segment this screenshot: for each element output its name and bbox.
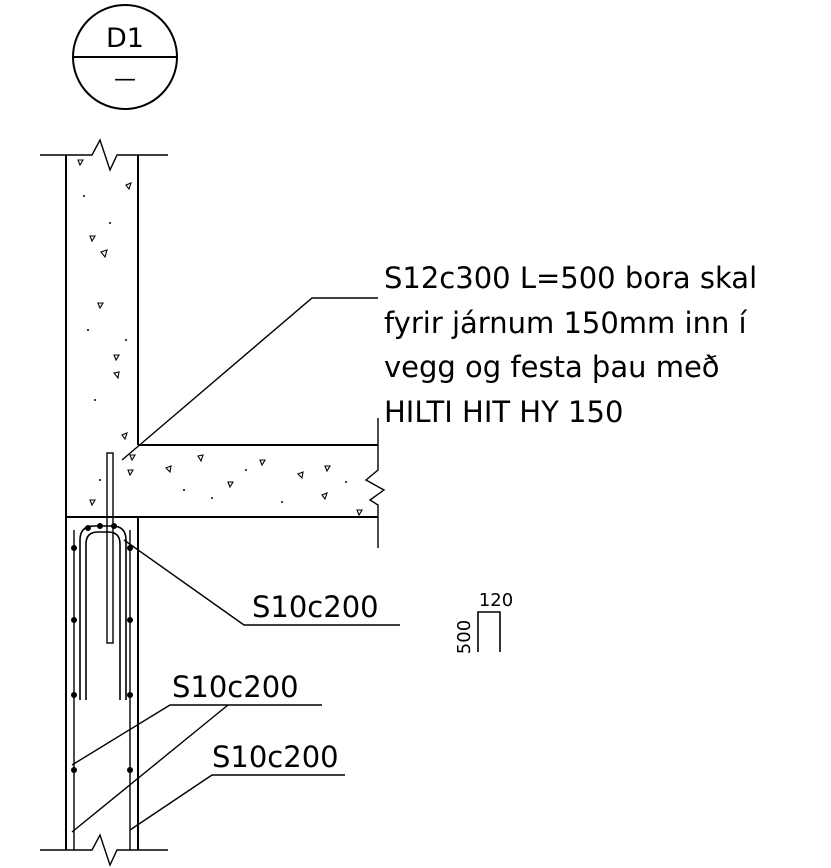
bar-shape-outline [477, 611, 501, 652]
top-break-line [40, 138, 168, 172]
aggregate-speck [94, 399, 96, 401]
aggregate-speck [83, 195, 85, 197]
rebar-dot [71, 617, 77, 623]
aggregate-mark [113, 354, 120, 362]
aggregate-speck [99, 479, 101, 481]
leader-lines [71, 297, 400, 833]
aggregate-speck [109, 222, 111, 224]
rebar-dot [71, 692, 77, 698]
upper-wall [40, 138, 168, 517]
rebar-dot [85, 525, 91, 531]
rebar-dot [127, 545, 133, 551]
bottom-break-line [40, 833, 168, 867]
concrete-hatch [77, 159, 363, 517]
rebar-dots [71, 523, 133, 773]
aggregate-speck [245, 469, 247, 471]
aggregate-speck [211, 497, 213, 499]
rebar-dot [71, 545, 77, 551]
aggregate-mark [100, 249, 108, 259]
u-bar-inner [85, 531, 121, 700]
slab [66, 418, 386, 548]
rebar-label-2: S10c200 [172, 670, 299, 704]
aggregate-mark [321, 492, 328, 501]
u-bar-outer [79, 525, 127, 700]
aggregate-speck [183, 489, 185, 491]
rebar-dot [127, 767, 133, 773]
dowel-note-line-4: HILTI HIT HY 150 [384, 395, 623, 429]
aggregate-mark [127, 469, 134, 477]
rebar-label-1-leader [123, 539, 400, 626]
bar-shape-height-dim: 500 [454, 620, 475, 654]
dowel-note-line-1: S12c300 L=500 bora skal [384, 261, 757, 295]
rebar-dot [127, 617, 133, 623]
dowel-note-leader [121, 297, 378, 461]
rebar-dot [127, 692, 133, 698]
aggregate-mark [121, 432, 128, 441]
dowel-note: S12c300 L=500 bora skal fyrir járnum 150… [384, 261, 757, 429]
aggregate-mark [129, 454, 136, 462]
dowel-bar [106, 452, 114, 644]
aggregate-mark [77, 159, 84, 167]
aggregate-mark [165, 465, 172, 474]
aggregate-mark [356, 509, 363, 517]
aggregate-mark [197, 454, 204, 463]
rebar-dot [71, 767, 77, 773]
bar-shape-width-dim: 120 [479, 590, 513, 611]
dowel-bar-body [106, 452, 114, 644]
aggregate-mark [89, 235, 96, 243]
rebar-dot [111, 523, 117, 529]
rebar-label-3-leader [71, 704, 229, 833]
aggregate-mark [89, 499, 96, 507]
dowel-note-line-2: fyrir járnum 150mm inn í [384, 306, 748, 340]
aggregate-speck [345, 481, 347, 483]
aggregate-speck [87, 329, 89, 331]
bar-shape-sketch: 120 500 [454, 590, 513, 654]
detail-tag-id: D1 [106, 23, 144, 54]
aggregate-mark [125, 182, 132, 191]
aggregate-mark [297, 471, 304, 480]
aggregate-mark [113, 371, 120, 380]
rebar-label-3: S10c200 [212, 740, 339, 774]
u-bar [79, 525, 127, 700]
rebar-dot [97, 523, 103, 529]
rebar-label-2-leader [71, 704, 322, 766]
rebar-label-3-leader-b [129, 774, 345, 831]
dowel-note-line-3: vegg og festa þau með [384, 350, 720, 384]
rebar-label-1: S10c200 [252, 590, 379, 624]
aggregate-mark [259, 459, 266, 467]
aggregate-mark [97, 302, 104, 310]
slab-break-line [364, 418, 386, 548]
detail-tag-sheet: — [114, 67, 136, 92]
aggregate-speck [125, 339, 127, 341]
lower-wall [40, 517, 168, 867]
aggregate-mark [324, 465, 331, 473]
detail-tag: D1 — [72, 4, 178, 110]
aggregate-speck [281, 501, 283, 503]
aggregate-mark [227, 481, 234, 489]
